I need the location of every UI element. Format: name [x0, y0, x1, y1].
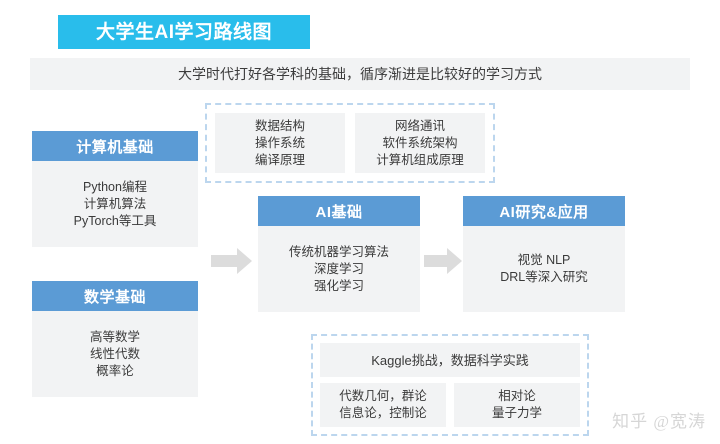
card-ai-research-header: AI研究&应用 — [463, 196, 625, 226]
subtitle-strip: 大学时代打好各学科的基础，循序渐进是比较好的学习方式 — [30, 58, 690, 90]
card-ai-research: AI研究&应用 视觉 NLP DRL等深入研究 — [463, 196, 625, 312]
page-title: 大学生AI学习路线图 — [95, 21, 272, 43]
card-computer-basics-body: Python编程 计算机算法 PyTorch等工具 — [32, 161, 198, 247]
card-ai-basics-header: AI基础 — [258, 196, 420, 226]
theory-box-1: 数据结构 操作系统 编译原理 — [215, 113, 345, 173]
advanced-box-1-line-1: 代数几何，群论 — [339, 389, 427, 403]
arrow-shaft — [424, 255, 448, 267]
advanced-topics-row: 代数几何，群论 信息论，控制论 相对论 量子力学 — [320, 383, 580, 427]
arrow-shaft — [211, 255, 238, 267]
arrow-head — [237, 248, 252, 274]
card-math-basics-header: 数学基础 — [32, 281, 198, 311]
card-computer-basics-header: 计算机基础 — [32, 131, 198, 161]
card-math-basics-body: 高等数学 线性代数 概率论 — [32, 311, 198, 397]
advanced-box-1: 代数几何，群论 信息论，控制论 — [320, 383, 446, 427]
ai-basics-line-1: 传统机器学习算法 — [288, 244, 389, 259]
ai-basics-line-2: 深度学习 — [313, 261, 364, 276]
advanced-topics-group: Kaggle挑战，数据科学实践 代数几何，群论 信息论，控制论 相对论 量子力学 — [311, 334, 589, 436]
computer-basics-line-2: 计算机算法 — [83, 196, 147, 211]
subtitle-text: 大学时代打好各学科的基础，循序渐进是比较好的学习方式 — [178, 66, 542, 82]
advanced-box-2-line-1: 相对论 — [498, 389, 536, 403]
kaggle-practice-box: Kaggle挑战，数据科学实践 — [320, 343, 580, 377]
advanced-box-1-line-2: 信息论，控制论 — [339, 406, 427, 420]
card-computer-basics: 计算机基础 Python编程 计算机算法 PyTorch等工具 — [32, 131, 198, 247]
theory-box-1-line-1: 数据结构 — [254, 118, 305, 133]
advanced-box-2: 相对论 量子力学 — [454, 383, 580, 427]
math-basics-line-1: 高等数学 — [89, 329, 140, 344]
card-math-basics: 数学基础 高等数学 线性代数 概率论 — [32, 281, 198, 397]
watermark: 知乎 @宽涛 — [612, 412, 706, 431]
computer-basics-line-3: PyTorch等工具 — [73, 213, 157, 228]
theory-box-2-line-2: 软件系统架构 — [382, 135, 458, 150]
math-basics-line-3: 概率论 — [96, 363, 134, 378]
card-ai-basics-body: 传统机器学习算法 深度学习 强化学习 — [258, 226, 420, 312]
ai-research-line-1: 视觉 NLP — [517, 253, 571, 267]
kaggle-practice-text: Kaggle挑战，数据科学实践 — [371, 352, 529, 368]
theory-subjects-group: 数据结构 操作系统 编译原理 网络通讯 软件系统架构 计算机组成原理 — [205, 103, 495, 183]
math-basics-line-2: 线性代数 — [89, 346, 140, 361]
card-ai-research-body: 视觉 NLP DRL等深入研究 — [463, 226, 625, 312]
arrow-head — [447, 248, 462, 274]
theory-box-2-line-3: 计算机组成原理 — [376, 152, 464, 167]
theory-box-2-line-1: 网络通讯 — [394, 118, 445, 133]
theory-box-1-line-2: 操作系统 — [254, 135, 305, 150]
ai-research-line-2: DRL等深入研究 — [500, 270, 588, 284]
page-title-banner: 大学生AI学习路线图 — [58, 15, 310, 49]
card-ai-basics: AI基础 传统机器学习算法 深度学习 强化学习 — [258, 196, 420, 312]
computer-basics-line-1: Python编程 — [83, 179, 147, 194]
theory-box-1-line-3: 编译原理 — [254, 152, 305, 167]
theory-box-2: 网络通讯 软件系统架构 计算机组成原理 — [355, 113, 485, 173]
advanced-box-2-line-2: 量子力学 — [491, 406, 542, 420]
ai-basics-line-3: 强化学习 — [313, 278, 364, 293]
